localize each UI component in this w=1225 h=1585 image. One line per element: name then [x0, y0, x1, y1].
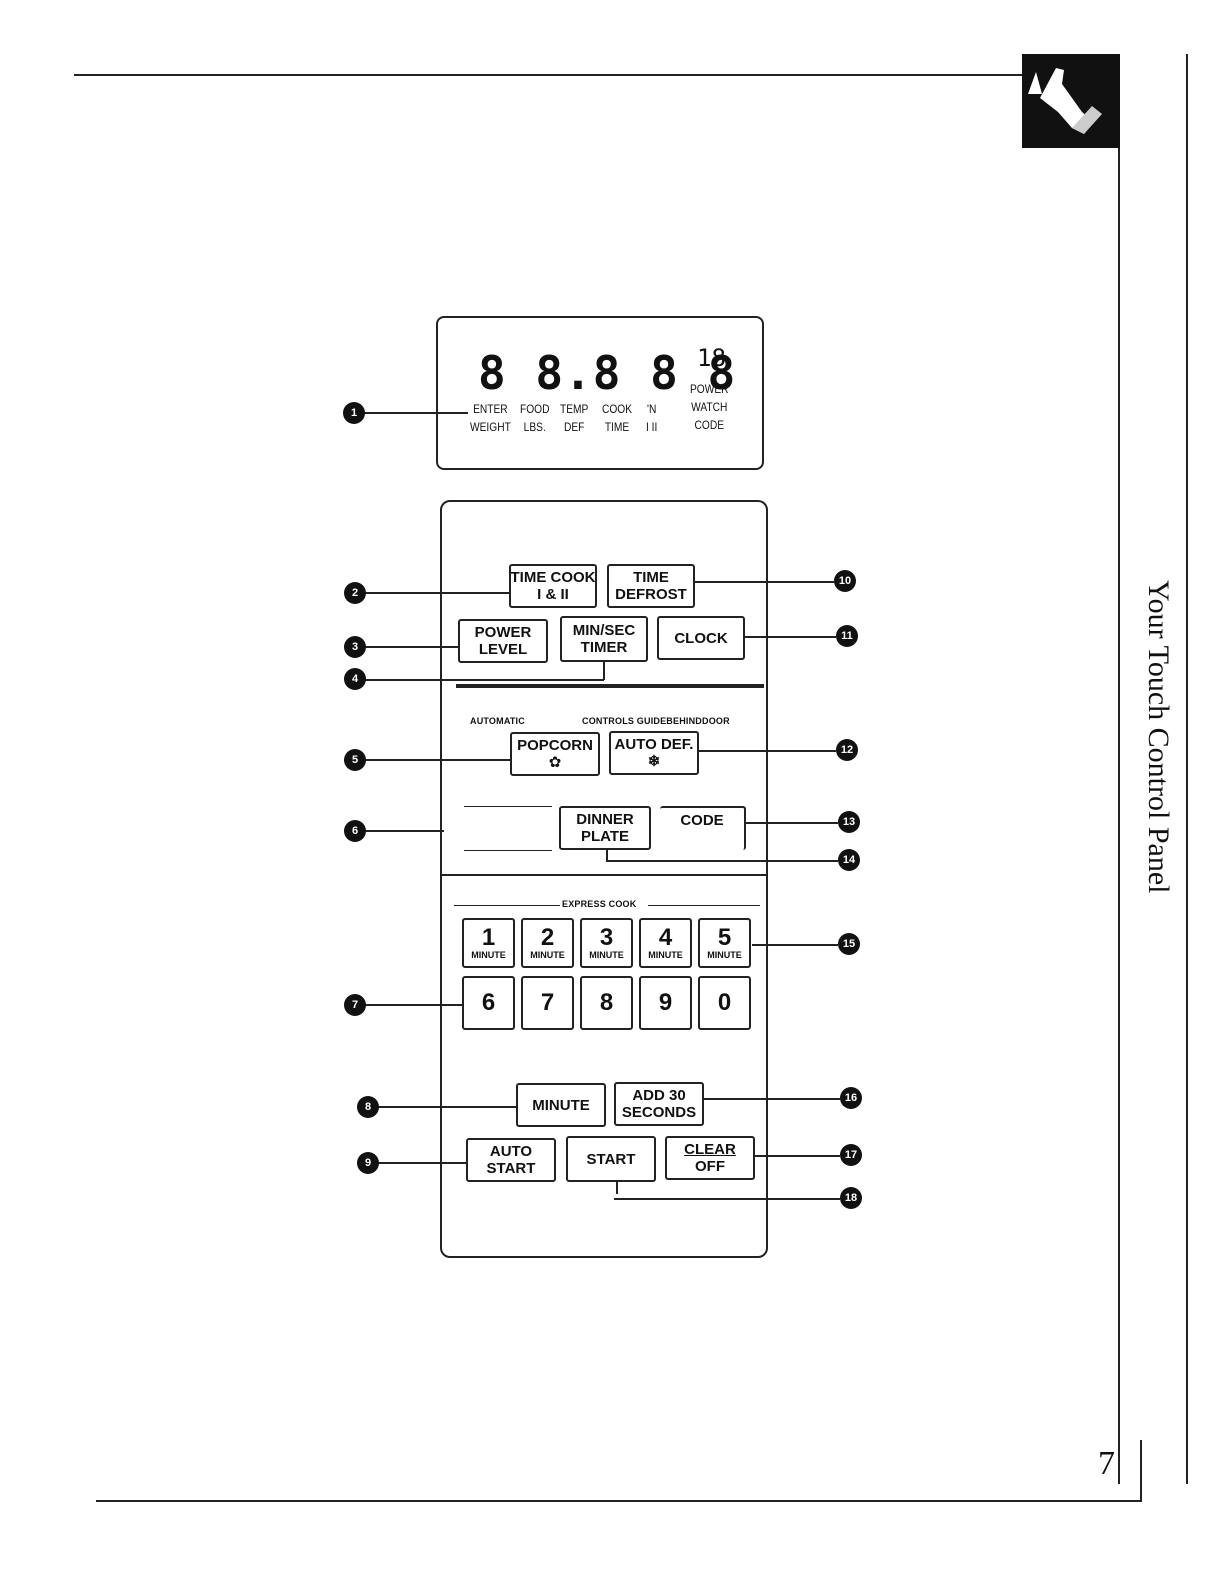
callout-4: 4 — [344, 668, 366, 690]
leader-line — [606, 850, 608, 862]
page-number-rule — [1140, 1440, 1142, 1500]
right-outer-rule — [1186, 54, 1188, 1484]
auto-defrost-button[interactable]: AUTO DEF. ❄ — [609, 731, 699, 775]
callout-10: 10 — [834, 570, 856, 592]
leader-line — [376, 1106, 518, 1108]
callout-16: 16 — [840, 1087, 862, 1109]
pointing-finger-icon — [1028, 68, 1102, 134]
leader-line — [698, 750, 836, 752]
start-button[interactable]: START — [566, 1136, 656, 1182]
leader-line — [364, 679, 604, 681]
callout-13: 13 — [838, 811, 860, 833]
controls-guide-label: CONTROLS GUIDEBEHINDDOOR — [582, 716, 730, 726]
control-panel — [440, 500, 768, 1258]
clock-button[interactable]: CLOCK — [657, 616, 745, 660]
callout-3: 3 — [344, 636, 366, 658]
express-bracket-right — [648, 905, 760, 906]
callout-14: 14 — [838, 849, 860, 871]
express-cook-label: EXPRESS COOK — [562, 899, 637, 909]
panel-divider — [442, 874, 766, 876]
digit-7-button[interactable]: 7 — [521, 976, 574, 1030]
code-button[interactable]: CODE — [660, 806, 746, 850]
callout-7: 7 — [344, 994, 366, 1016]
leader-line — [603, 662, 605, 680]
callout-18: 18 — [840, 1187, 862, 1209]
popcorn-button[interactable]: POPCORN ✿ — [510, 732, 600, 776]
callout-11: 11 — [836, 625, 858, 647]
segment-digits: 8 8.8 8 8 — [478, 346, 737, 400]
minute-button[interactable]: MINUTE — [516, 1083, 606, 1127]
right-rule — [1118, 54, 1120, 1484]
page-number: 7 — [1098, 1445, 1115, 1482]
leader-line — [754, 1155, 840, 1157]
digit-6-button[interactable]: 6 — [462, 976, 515, 1030]
label-power-watch-code: POWER WATCH CODE — [690, 382, 729, 432]
callout-6: 6 — [344, 820, 366, 842]
callout-9: 9 — [357, 1152, 379, 1174]
callout-17: 17 — [840, 1144, 862, 1166]
digit-8-button[interactable]: 8 — [580, 976, 633, 1030]
leader-line — [376, 1162, 468, 1164]
corner-tab — [1022, 54, 1120, 148]
leader-line — [752, 944, 838, 946]
segment-small-digits: 18 — [697, 344, 726, 372]
leader-line — [744, 822, 838, 824]
leader-line — [364, 592, 510, 594]
leader-line — [744, 636, 836, 638]
blank-pad-bottom — [464, 850, 552, 851]
leader-line — [364, 646, 460, 648]
automatic-label: AUTOMATIC — [470, 716, 525, 726]
leader-line — [606, 860, 838, 862]
digit-9-button[interactable]: 9 — [639, 976, 692, 1030]
leader-line — [614, 1198, 840, 1200]
panel-divider — [456, 684, 764, 688]
popcorn-icon: ✿ — [548, 754, 562, 771]
callout-15: 15 — [838, 933, 860, 955]
callout-5: 5 — [344, 749, 366, 771]
leader-line — [362, 412, 468, 414]
leader-line — [694, 581, 834, 583]
top-rule — [74, 74, 1120, 76]
leader-line — [364, 759, 512, 761]
leader-line — [704, 1098, 840, 1100]
display-panel — [436, 316, 764, 470]
callout-12: 12 — [836, 739, 858, 761]
leader-line — [364, 1004, 464, 1006]
blank-pad-top — [464, 806, 552, 807]
side-title: Your Touch Control Panel — [1142, 580, 1175, 894]
leader-line — [364, 830, 444, 832]
leader-line — [616, 1180, 618, 1194]
digit-0-button[interactable]: 0 — [698, 976, 751, 1030]
bottom-rule — [96, 1500, 1142, 1502]
callout-8: 8 — [357, 1096, 379, 1118]
snowflake-icon: ❄ — [647, 753, 661, 770]
express-bracket-left — [454, 905, 560, 906]
callout-1: 1 — [343, 402, 365, 424]
callout-2: 2 — [344, 582, 366, 604]
